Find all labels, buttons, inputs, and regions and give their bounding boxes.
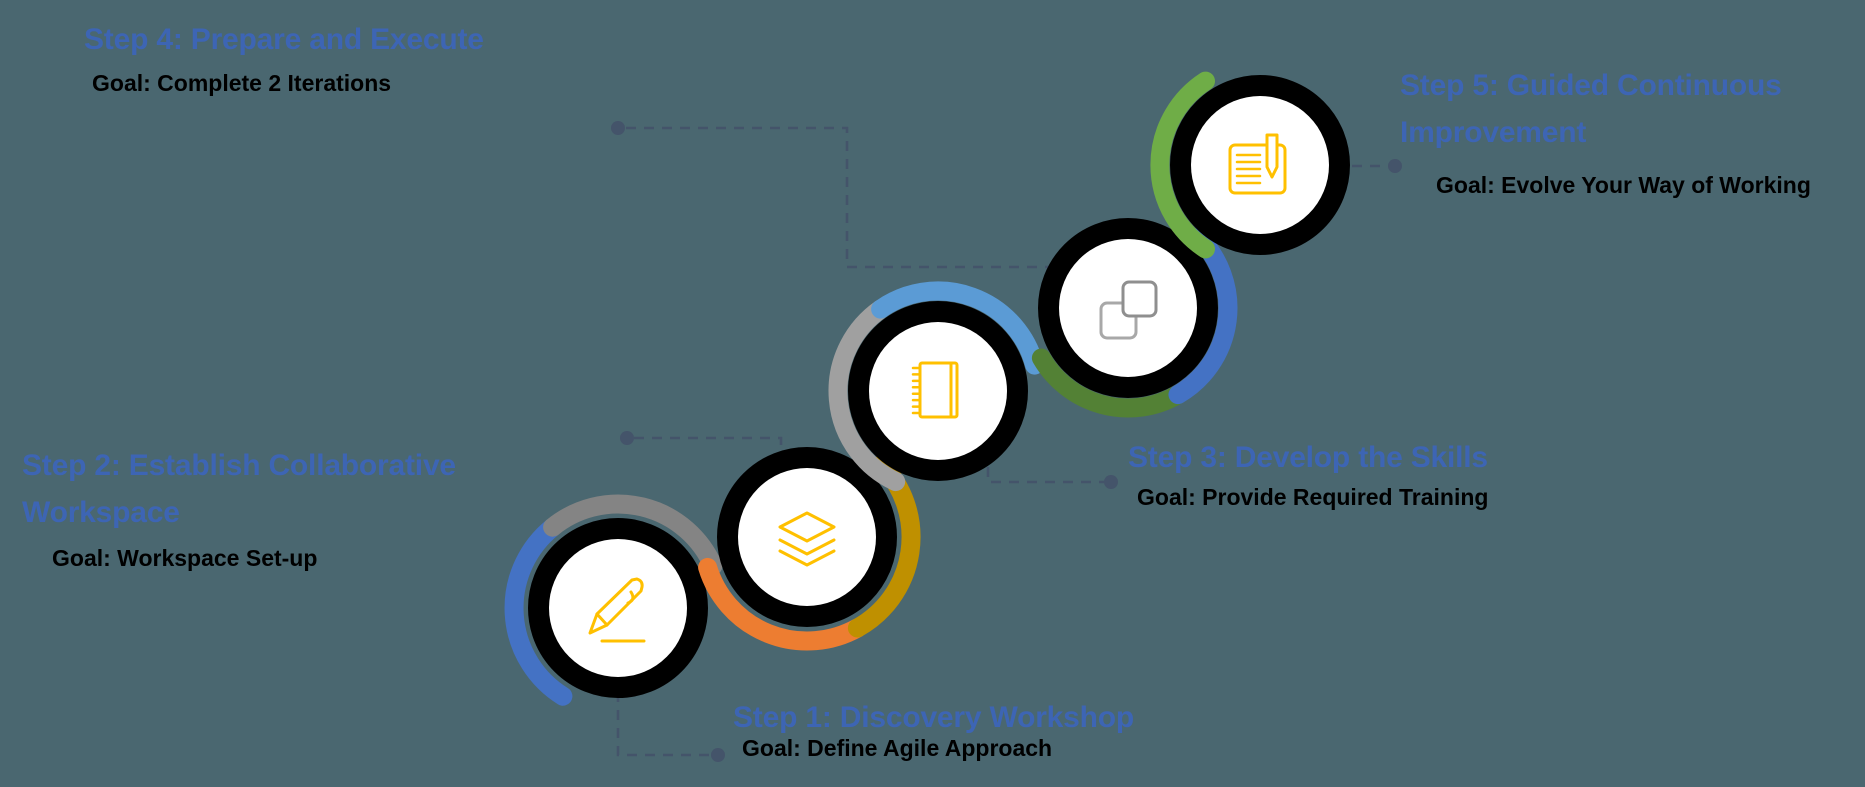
step5-title: Step 5: Guided Continuous Improvement [1400, 69, 1790, 150]
ring-step2 [717, 447, 897, 627]
step5-goal: Goal: Evolve Your Way of Working [1436, 172, 1811, 198]
layers-top-diamond [778, 511, 836, 543]
connector-step4 [626, 126, 1050, 269]
layers-middle-chevron [778, 538, 836, 556]
layers-icon [778, 511, 836, 567]
pencil-icon [588, 577, 646, 643]
arc-lightblue-step3 [871, 281, 1045, 375]
step4-goal: Goal: Complete 2 Iterations [92, 70, 392, 96]
circle-step5 [1150, 71, 1350, 259]
connector-step2 [634, 436, 783, 463]
arc-green-step4 [1031, 348, 1188, 418]
arc-blue-step4 [1168, 227, 1238, 405]
connector-step3 [986, 449, 1104, 484]
disc-step5 [1191, 96, 1329, 234]
connector-dots [611, 121, 1402, 762]
step4-title: Step 4: Prepare and Execute [84, 23, 484, 56]
arc-green-step5 [1150, 71, 1215, 259]
connector-dot-step2 [620, 431, 634, 445]
connector-dot-step4 [611, 121, 625, 135]
arc-blue-step1 [504, 517, 573, 706]
arc-orange-step2 [698, 557, 867, 651]
document-outline [1228, 143, 1287, 195]
square-top-right [1121, 280, 1158, 318]
step1-title: Step 1: Discovery Workshop [733, 701, 1135, 734]
arc-gray-step1 [543, 494, 723, 576]
circle-step4 [1031, 218, 1238, 418]
connector-dot-step3 [1104, 475, 1118, 489]
circle-step3 [828, 281, 1045, 492]
notebook-cover [918, 361, 959, 419]
square-bottom-left [1099, 301, 1138, 340]
step3-title: Step 3: Develop the Skills [1128, 441, 1488, 474]
overlapping-squares-icon [1099, 280, 1158, 340]
disc-step3 [869, 322, 1007, 460]
connector-dot-step1 [711, 748, 725, 762]
document-pen-icon [1228, 133, 1287, 195]
ring-step3 [848, 301, 1028, 481]
connector-step1 [616, 692, 712, 757]
notebook-coils [911, 366, 922, 415]
step3-goal: Goal: Provide Required Training [1137, 484, 1489, 510]
disc-step1 [549, 539, 687, 677]
circle-step2 [698, 447, 921, 651]
step2-goal: Goal: Workspace Set-up [52, 545, 318, 571]
notebook-icon [911, 361, 959, 419]
pencil-body [588, 577, 644, 635]
step2-title: Step 2: Establish Collaborative Workspac… [22, 449, 465, 530]
arc-gray-step3 [828, 299, 906, 492]
disc-step2 [738, 468, 876, 606]
layers-bottom-chevron [778, 549, 836, 567]
pencil-nib-line [595, 612, 609, 627]
circle-step1 [504, 494, 723, 706]
connector-dot-step5 [1388, 159, 1402, 173]
ring-step5 [1170, 75, 1350, 255]
pencil-clip [626, 590, 635, 605]
ring-step1 [528, 518, 708, 698]
step1-goal: Goal: Define Agile Approach [742, 735, 1053, 761]
ring-step4 [1038, 218, 1218, 398]
document-lines [1235, 153, 1262, 185]
pen-shape [1265, 133, 1279, 179]
